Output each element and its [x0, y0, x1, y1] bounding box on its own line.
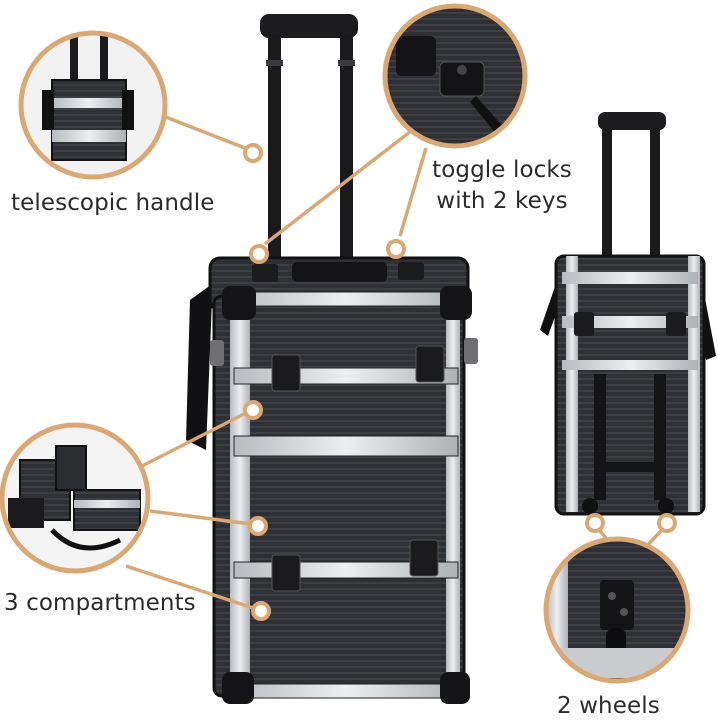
hollow-circle-icon: [249, 244, 269, 264]
main-latches: [271, 345, 445, 592]
leader-lines: [125, 114, 663, 610]
hollow-circle-icon: [243, 143, 263, 163]
label-wheels: 2 wheels: [557, 693, 660, 719]
hollow-circle-icon: [251, 601, 271, 621]
shoulder-strap: [186, 282, 215, 450]
hollow-circle-icon: [243, 400, 263, 420]
hollow-circle-icon: [386, 239, 406, 259]
label-toggle-locks-line1: toggle locks: [432, 157, 572, 183]
back-view-case: [540, 112, 716, 516]
callout-markers: [243, 143, 677, 621]
label-toggle-locks-line2: with 2 keys: [436, 188, 568, 214]
main-trolley-case: [186, 14, 478, 704]
detail-circle-handle: [18, 30, 168, 180]
hollow-circle-icon: [248, 516, 268, 536]
main-telescopic-handle: [260, 14, 358, 264]
hollow-circle-icon: [585, 513, 605, 533]
detail-circle-compartments: [0, 422, 151, 574]
label-telescopic-handle: telescopic handle: [11, 190, 215, 216]
detail-circle-locks: [382, 3, 528, 149]
label-compartments: 3 compartments: [4, 590, 196, 616]
hollow-circle-icon: [657, 513, 677, 533]
detail-circle-wheels: [543, 536, 691, 684]
